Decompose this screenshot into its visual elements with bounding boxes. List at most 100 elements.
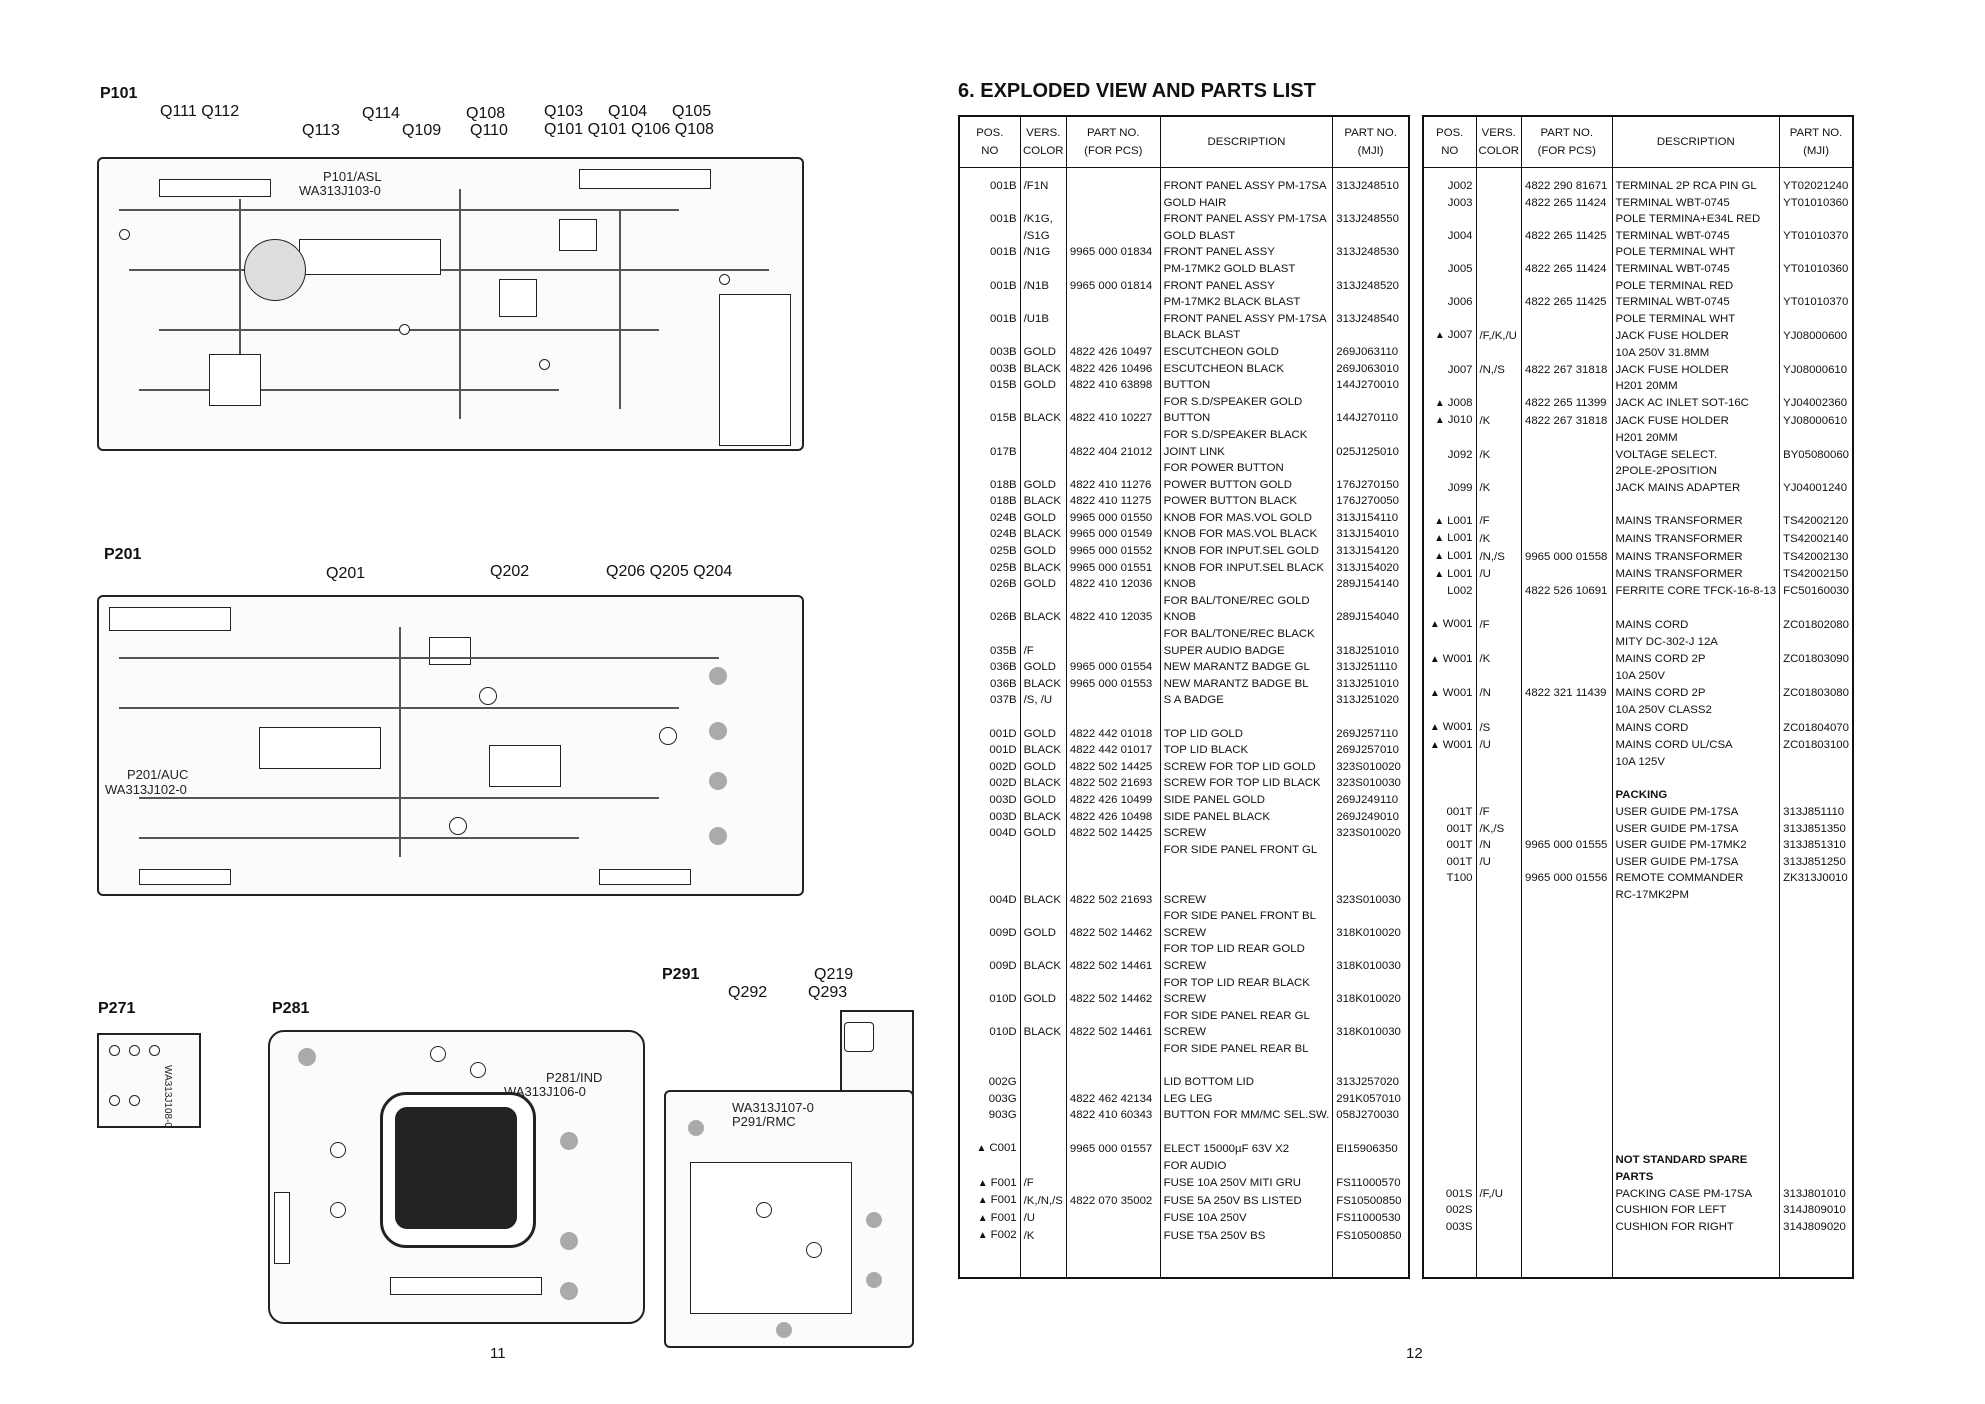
table-row: 10A 250V 31.8MM bbox=[1422, 344, 1854, 362]
table-row: 10A 250V CLASS2 bbox=[1422, 702, 1854, 719]
cell-part-mji: 313J154110 bbox=[1332, 509, 1410, 527]
table-row: FOR BAL/TONE/REC GOLD bbox=[958, 592, 1410, 610]
cell-description bbox=[1159, 858, 1334, 875]
table-row: FOR SIDE PANEL REAR GL bbox=[958, 1007, 1410, 1025]
cell-vers bbox=[1475, 1003, 1523, 1020]
cell-pos: W001 bbox=[1422, 650, 1477, 669]
cell-vers: BLACK bbox=[1019, 493, 1067, 510]
cell-part-mji: YT01010360 bbox=[1779, 260, 1854, 278]
p101-transistor-label: Q101 Q101 Q106 Q108 bbox=[544, 121, 714, 138]
p101-transistor-label: Q109 bbox=[402, 122, 442, 139]
cell-part-pcs bbox=[1521, 754, 1613, 771]
cell-part-mji: 313J251020 bbox=[1332, 692, 1410, 709]
cell-pos bbox=[1422, 463, 1477, 480]
p291-transistor-label: Q293 bbox=[808, 984, 848, 1001]
cell-part-mji: FS10500850 bbox=[1332, 1227, 1410, 1245]
cell-description bbox=[1611, 1102, 1781, 1120]
cell-part-mji: YJ08000600 bbox=[1779, 327, 1854, 345]
cell-part-pcs bbox=[1521, 344, 1613, 362]
cell-part-pcs: 4822 410 63898 bbox=[1065, 377, 1161, 394]
cell-part-pcs: 4822 290 81671 bbox=[1521, 167, 1613, 195]
cell-description: FRONT PANEL ASSY bbox=[1159, 244, 1334, 261]
cell-part-mji: 314J809020 bbox=[1779, 1218, 1854, 1236]
cell-pos: 010D bbox=[958, 991, 1021, 1008]
cell-part-pcs: 4822 070 35002 bbox=[1065, 1192, 1161, 1210]
cell-pos: 001T bbox=[1422, 837, 1477, 854]
cell-vers bbox=[1475, 1019, 1523, 1037]
cell-vers bbox=[1019, 908, 1067, 925]
cell-description: BUTTON bbox=[1159, 410, 1334, 427]
table-row: 10A 250V bbox=[1422, 668, 1854, 685]
cell-description: KNOB bbox=[1159, 609, 1334, 627]
cell-description bbox=[1611, 903, 1781, 921]
cell-pos bbox=[958, 1057, 1021, 1075]
cell-pos bbox=[958, 709, 1021, 726]
cell-vers: BLACK bbox=[1019, 1024, 1067, 1041]
cell-part-pcs bbox=[1521, 599, 1613, 617]
parts-table-left: POS.NO VERS.COLOR PART NO.(FOR PCS) DESC… bbox=[958, 115, 1410, 1279]
cell-pos: C001 bbox=[958, 1140, 1021, 1159]
remote-sensor-module bbox=[690, 1162, 852, 1314]
cell-description: MAINS CORD 2P bbox=[1611, 650, 1781, 669]
table-row bbox=[958, 1123, 1410, 1141]
p101-transistor-label: Q110 bbox=[470, 122, 508, 139]
cell-part-pcs: 4822 265 11425 bbox=[1521, 294, 1613, 311]
cell-pos: J007 bbox=[1422, 327, 1477, 345]
cell-description bbox=[1611, 969, 1781, 987]
cell-pos bbox=[958, 426, 1021, 444]
cell-vers bbox=[1475, 986, 1523, 1004]
cell-vers bbox=[1019, 1123, 1067, 1141]
cell-vers: /F,/K,/U bbox=[1475, 327, 1523, 345]
cell-part-mji: 318K010030 bbox=[1332, 957, 1410, 975]
table-filler-cell bbox=[1475, 1235, 1523, 1278]
table-row bbox=[1422, 986, 1854, 1004]
cell-vers: BLACK bbox=[1019, 808, 1067, 826]
cell-vers bbox=[1475, 1152, 1523, 1170]
cell-description: ESCUTCHEON GOLD bbox=[1159, 343, 1334, 361]
cell-part-mji: TS42002130 bbox=[1779, 548, 1854, 566]
cell-part-pcs bbox=[1065, 1209, 1161, 1228]
cell-pos: 036B bbox=[958, 675, 1021, 693]
cell-description: FUSE 5A 250V BS LISTED bbox=[1159, 1192, 1334, 1210]
cell-description: TERMINAL WBT-0745 bbox=[1611, 194, 1781, 212]
cell-vers bbox=[1475, 244, 1523, 261]
cell-description: MAINS CORD bbox=[1611, 616, 1781, 635]
table-row bbox=[958, 1057, 1410, 1075]
cell-description bbox=[1611, 920, 1781, 937]
cell-vers bbox=[1475, 886, 1523, 904]
cell-pos: 017B bbox=[958, 443, 1021, 461]
cell-part-mji bbox=[1779, 969, 1854, 987]
cell-pos: J010 bbox=[1422, 412, 1477, 430]
cell-vers bbox=[1019, 1040, 1067, 1058]
cell-vers: GOLD bbox=[1019, 924, 1067, 942]
table-header-row: POS.NO VERS.COLOR PART NO.(FOR PCS) DESC… bbox=[1422, 115, 1854, 168]
cell-pos bbox=[958, 841, 1021, 859]
table-filler-cell bbox=[1159, 1245, 1334, 1278]
cell-vers: /S, /U bbox=[1019, 692, 1067, 709]
cell-part-mji: FS10500850 bbox=[1332, 1192, 1410, 1210]
pcb-trace bbox=[139, 837, 579, 839]
cell-pos bbox=[1422, 244, 1477, 261]
cell-pos bbox=[1422, 429, 1477, 447]
cell-vers: GOLD bbox=[1019, 576, 1067, 593]
cell-part-mji bbox=[1779, 1052, 1854, 1070]
cell-pos: J004 bbox=[1422, 227, 1477, 245]
cell-part-mji bbox=[1332, 1123, 1410, 1141]
cell-pos bbox=[1422, 920, 1477, 937]
cell-vers: BLACK bbox=[1019, 559, 1067, 577]
cell-part-mji bbox=[1332, 841, 1410, 859]
cell-description: GOLD HAIR bbox=[1159, 194, 1334, 212]
cell-part-pcs bbox=[1521, 327, 1613, 345]
cell-part-pcs bbox=[1065, 709, 1161, 726]
cell-vers bbox=[1475, 294, 1523, 311]
cell-part-pcs bbox=[1521, 277, 1613, 295]
cell-pos: 018B bbox=[958, 493, 1021, 510]
